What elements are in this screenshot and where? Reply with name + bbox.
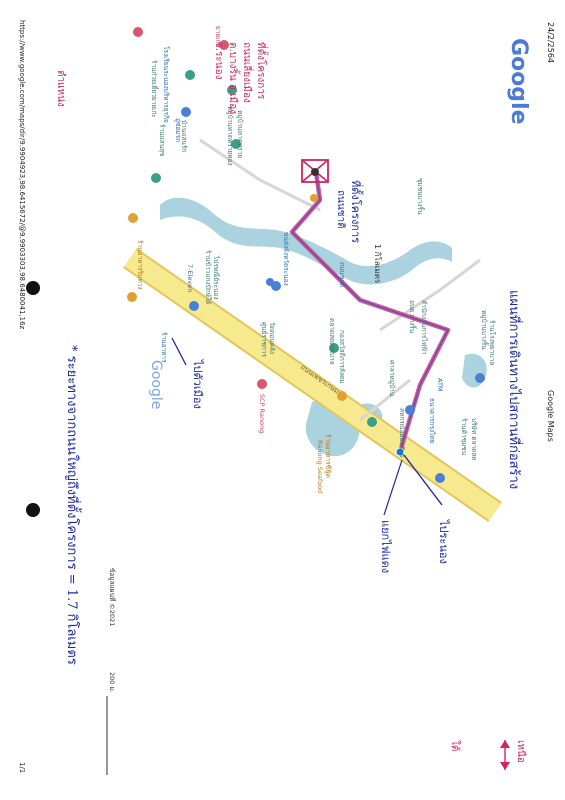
compass-arrow-north (500, 762, 510, 770)
poi-label-12: ศูนย์ราชการ (260, 322, 268, 358)
compass-south: ใต้ (449, 740, 461, 751)
hand-left-line-1: ถนนเลี่ยงเมือง (241, 42, 255, 103)
hand-site-label: ที่ตั้งโครงการ (349, 180, 364, 243)
poi-label-3: หมู่บ้านหาดทรายทอง (226, 106, 234, 166)
poi-garage-icon[interactable] (151, 173, 161, 183)
poi-school-icon[interactable] (181, 107, 191, 117)
poi-label-19: สำนักงานการไฟฟ้า (420, 300, 428, 355)
poi-label-0: ขนส่งจังหวัดระนอง (282, 232, 290, 286)
poi-label-29: ร้านโรงพยาบาล (488, 320, 496, 365)
hand-left-line-2: ต.บางริ้น อ.เมือง (227, 42, 241, 114)
hand-bottom-note: * ระยะทางจากถนนใหญ่ถึงที่ตั้งโครงการ = 1… (64, 345, 82, 665)
poi-label-27: ธนาคารกรุงไทย (428, 398, 436, 444)
poi-label-21: ร้านอาหารซีฟู้ด (324, 434, 332, 478)
hand-left-line-3: จ.ระนอง (213, 42, 224, 80)
footer-url: https://www.google.com/maps/dir/9.990492… (18, 20, 26, 330)
poi-label-31: ชุมชนบางริ้น (416, 178, 425, 215)
map-scale-label: 200 ม. (108, 672, 116, 693)
hand-bottom-left: ตำแหน่ง (55, 70, 66, 107)
poi-label-9: ร้านแสนสุข (158, 124, 166, 157)
poi-village-icon[interactable] (227, 85, 237, 95)
poi-label-8: ร้านข้าวแกงปักษ์ใต้ (204, 250, 212, 304)
poi-park-icon[interactable] (185, 70, 195, 80)
minor-road-1 (199, 138, 321, 212)
hand-arrow-junction (383, 459, 403, 516)
poi-bank-icon[interactable] (405, 405, 415, 415)
route-end-icon (395, 447, 405, 457)
poi-label-17: กองสวัสดิการสังคม (338, 330, 346, 384)
poi-food-icon[interactable] (133, 27, 143, 37)
river (160, 197, 452, 285)
poi-label-25: ศาลาหมู่บ้าน (388, 360, 396, 397)
poi-label-24: ร้านค้าชุมชน (460, 418, 468, 456)
hand-left-line-0: ที่ตั้งโครงการ (255, 42, 269, 100)
hand-to-town: ไปตัวเมือง (191, 359, 204, 409)
poi-layer (127, 27, 485, 483)
poi-community-icon[interactable] (475, 373, 485, 383)
print-page-title: Google Maps (546, 390, 555, 442)
hand-side-label: ถนนชาติ (335, 190, 346, 229)
poi-gov-icon[interactable] (367, 417, 377, 427)
compass-north: เหนือ (515, 740, 527, 763)
punch-hole-top (26, 281, 40, 295)
map-watermark: Google (148, 360, 164, 409)
hand-junction: แยกไฟแดง (379, 520, 392, 573)
hand-to-city: ไประนอง (437, 519, 450, 564)
poi-label-18: SCP Ranong (258, 394, 266, 433)
hand-top-note: แผนที่การเดินทางไปสถานที่ก่อสร้าง (506, 290, 523, 489)
poi-label-7: หมู่บ้านหาดทราย (236, 110, 244, 158)
side-road-label: ถนนชาติ (338, 262, 346, 287)
poi-village2-icon[interactable] (231, 139, 241, 149)
compass-arrow-south (500, 740, 510, 748)
print-date: 24/2/2564 (546, 22, 555, 63)
poi-restaurant-icon[interactable] (128, 213, 138, 223)
poi-label-10: ตลาดสดเทศบาล (328, 318, 336, 365)
poi-shop-icon[interactable] (219, 40, 229, 50)
main-road (124, 249, 501, 521)
poi-label-30: หมู่บ้านบางริ้น (480, 310, 489, 350)
poi-office-icon[interactable] (329, 343, 339, 353)
poi-food2-icon[interactable] (310, 194, 318, 202)
route-start-icon (311, 168, 319, 176)
poi-seafood-icon[interactable] (337, 391, 347, 401)
poi-label-22: Ranong Seafood (316, 440, 324, 493)
page-number: 1/1 (18, 762, 26, 773)
poi-market-icon[interactable] (435, 473, 445, 483)
poi-label-13: ร้านอาหารริมทาง (136, 240, 144, 289)
google-logo: Google (506, 38, 531, 125)
punch-hole-bottom (26, 503, 40, 517)
poi-label-2: ร้านก๋วยเตี๋ยวยายเก่ะ (150, 60, 159, 118)
hand-arrow-city (403, 454, 443, 506)
poi-label-5: อู่ซ่อมรถ (174, 118, 182, 142)
hand-left-block: ที่ตั้งโครงการ ถนนเลี่ยงเมือง ต.บางริ้น … (213, 42, 269, 114)
site-box (301, 159, 329, 183)
minor-road-3 (359, 378, 411, 422)
poi-label-15: 7-Eleven (186, 264, 194, 292)
map-copyright: ข้อมูลแผนที่ ©2021 (108, 568, 117, 626)
poi-label-1: ยายเก่ะ (214, 26, 222, 47)
poi-label-11: วัดดอนคลัง (268, 322, 276, 354)
poi-label-6: บ้านแสนรัก (180, 120, 188, 152)
poi-label-28: สหกรณ์ออมทรัพย์ (398, 408, 406, 458)
minor-road-2 (379, 258, 481, 332)
poi-cafe-icon[interactable] (127, 292, 137, 302)
poi-labels: ขนส่งจังหวัดระนอง ยายเก่ะ ร้านก๋วยเตี๋ยว… (136, 26, 496, 493)
route-line (291, 171, 449, 453)
poi-post-icon[interactable] (189, 301, 199, 311)
poi-hall-icon[interactable] (266, 278, 274, 286)
poi-label-20: อบต.บางริ้น (408, 300, 417, 334)
poi-label-4: โรงเรียนระนองบริหารธุรกิจ (162, 46, 170, 123)
poi-scp-icon[interactable] (257, 379, 267, 389)
route-distance-label: 1 กิโลเมตร (373, 244, 383, 284)
poi-label-14: ไปรษณีย์ระนอง (212, 255, 220, 300)
poi-label-16: ร้านอาหาร (160, 332, 168, 363)
poi-label-26: ATM (436, 378, 444, 392)
poi-label-23: บริษัท ตลาดสด (470, 418, 478, 461)
hand-arrow-town (171, 337, 187, 366)
